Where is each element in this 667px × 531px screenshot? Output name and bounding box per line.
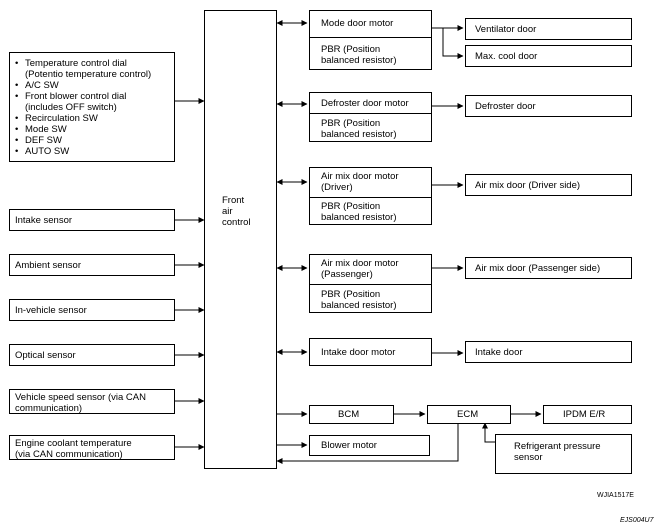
- air-mix-passenger-motor-divider: [310, 284, 431, 285]
- page-code: EJS004U7: [620, 517, 654, 524]
- ambient-sensor-label: Ambient sensor: [15, 260, 82, 271]
- intake-sensor-box: Intake sensor: [9, 209, 175, 231]
- bcm-box: BCM: [309, 405, 394, 424]
- air-mix-driver-door-box: Air mix door (Driver side): [465, 174, 632, 196]
- bcm-label: BCM: [338, 409, 360, 420]
- intake-door-label: Intake door: [475, 347, 523, 358]
- optical-sensor-box: Optical sensor: [9, 344, 175, 366]
- air-mix-driver-pbr-label: PBR (Position balanced resistor): [321, 201, 397, 223]
- defroster-door-motor-label: Defroster door motor: [321, 98, 409, 109]
- input-item-recirculation-sw: Recirculation SW: [14, 113, 174, 124]
- intake-door-motor-label: Intake door motor: [321, 347, 396, 358]
- figure-code: WJIA1517E: [597, 492, 634, 499]
- input-item-blower-dial: Front blower control dial (includes OFF …: [14, 91, 174, 113]
- front-air-control-label: Front air control: [222, 195, 251, 228]
- refrigerant-pressure-sensor-box: Refrigerant pressure sensor: [495, 434, 632, 474]
- ambient-sensor-box: Ambient sensor: [9, 254, 175, 276]
- intake-door-motor-box: Intake door motor: [309, 338, 432, 366]
- defroster-motor-divider: [310, 113, 431, 114]
- intake-sensor-label: Intake sensor: [15, 215, 73, 226]
- defroster-door-box: Defroster door: [465, 95, 632, 117]
- blower-motor-box: Blower motor: [309, 435, 430, 456]
- air-mix-driver-door-label: Air mix door (Driver side): [475, 180, 581, 191]
- defroster-door-label: Defroster door: [475, 101, 536, 112]
- in-vehicle-sensor-label: In-vehicle sensor: [15, 305, 87, 316]
- blower-motor-label: Blower motor: [321, 440, 377, 451]
- vehicle-speed-sensor-box: Vehicle speed sensor (via CAN communicat…: [9, 389, 175, 414]
- front-air-control-box: Front air control: [204, 10, 277, 469]
- wire-to-maxcool: [442, 28, 464, 59]
- air-mix-passenger-motor-label: Air mix door motor (Passenger): [321, 258, 399, 280]
- air-mix-driver-motor-group: Air mix door motor (Driver) PBR (Positio…: [309, 167, 432, 225]
- refrigerant-pressure-sensor-label: Refrigerant pressure sensor: [514, 441, 601, 463]
- max-cool-door-box: Max. cool door: [465, 45, 632, 67]
- input-item-ac-sw: A/C SW: [14, 80, 174, 91]
- ipdm-er-box: IPDM E/R: [543, 405, 632, 424]
- mode-pbr-label: PBR (Position balanced resistor): [321, 44, 397, 66]
- control-panel-inputs-list: Temperature control dial (Potentio tempe…: [14, 58, 174, 157]
- mode-door-motor-label: Mode door motor: [321, 18, 394, 29]
- air-mix-passenger-motor-group: Air mix door motor (Passenger) PBR (Posi…: [309, 254, 432, 313]
- wire-refrigerant-to-ecm: [482, 422, 495, 443]
- air-mix-passenger-door-label: Air mix door (Passenger side): [475, 263, 601, 274]
- wire-ecm-to-control: [276, 423, 459, 464]
- input-item-auto-sw: AUTO SW: [14, 146, 174, 157]
- ecm-label: ECM: [457, 409, 479, 420]
- ventilator-door-label: Ventilator door: [475, 24, 537, 35]
- vehicle-speed-sensor-label: Vehicle speed sensor (via CAN communicat…: [15, 392, 146, 414]
- air-mix-driver-motor-label: Air mix door motor (Driver): [321, 171, 399, 193]
- max-cool-door-label: Max. cool door: [475, 51, 538, 62]
- optical-sensor-label: Optical sensor: [15, 350, 76, 361]
- ventilator-door-box: Ventilator door: [465, 18, 632, 40]
- input-item-def-sw: DEF SW: [14, 135, 174, 146]
- intake-door-box: Intake door: [465, 341, 632, 363]
- air-mix-passenger-door-box: Air mix door (Passenger side): [465, 257, 632, 279]
- ipdm-er-label: IPDM E/R: [563, 409, 606, 420]
- air-mix-driver-motor-divider: [310, 197, 431, 198]
- in-vehicle-sensor-box: In-vehicle sensor: [9, 299, 175, 321]
- input-item-temperature-dial: Temperature control dial (Potentio tempe…: [14, 58, 174, 80]
- engine-coolant-temp-label: Engine coolant temperature (via CAN comm…: [15, 438, 132, 460]
- engine-coolant-temp-box: Engine coolant temperature (via CAN comm…: [9, 435, 175, 460]
- control-panel-inputs-box: Temperature control dial (Potentio tempe…: [9, 52, 175, 162]
- air-mix-passenger-pbr-label: PBR (Position balanced resistor): [321, 289, 397, 311]
- defroster-pbr-label: PBR (Position balanced resistor): [321, 118, 397, 140]
- ecm-box: ECM: [427, 405, 511, 424]
- mode-door-motor-group: Mode door motor PBR (Position balanced r…: [309, 10, 432, 70]
- input-item-mode-sw: Mode SW: [14, 124, 174, 135]
- mode-motor-divider: [310, 37, 431, 38]
- defroster-door-motor-group: Defroster door motor PBR (Position balan…: [309, 92, 432, 142]
